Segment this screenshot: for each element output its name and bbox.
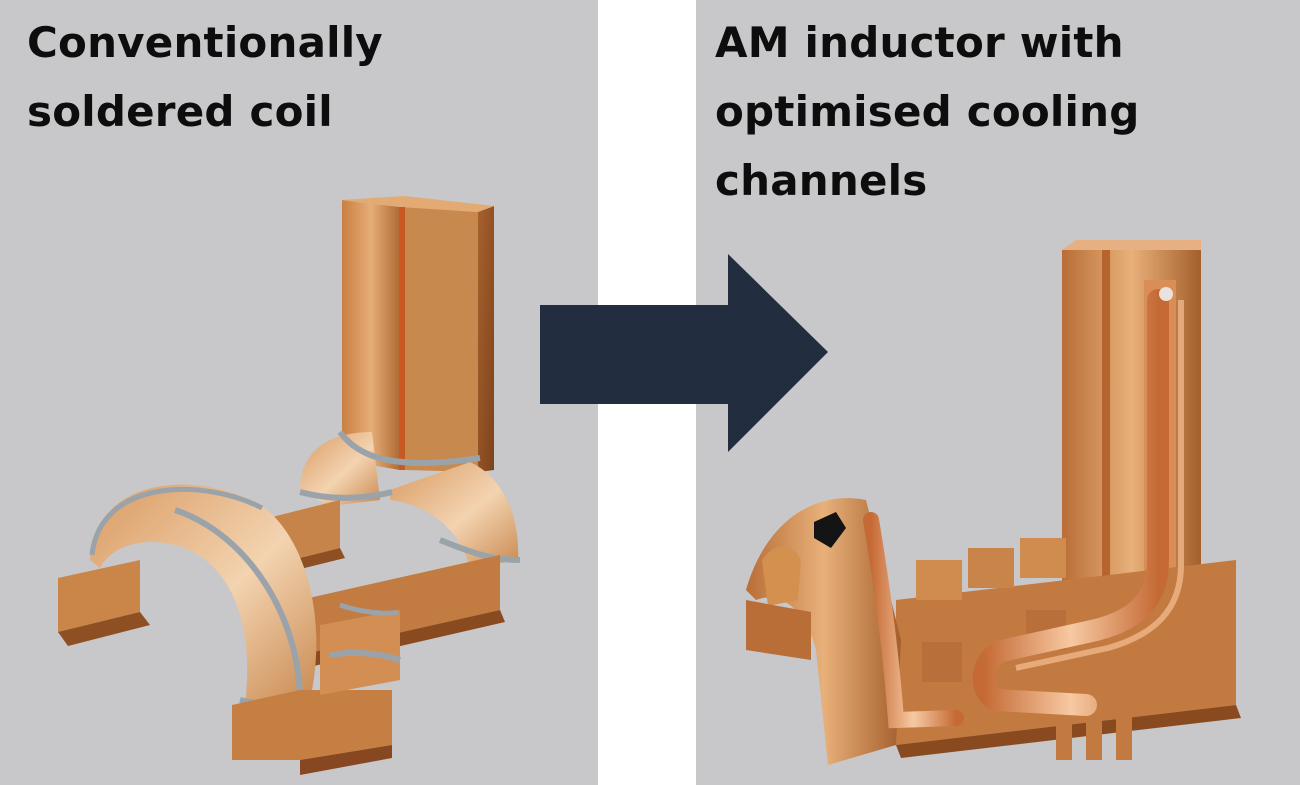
right-panel-caption: AM inductor with optimised cooling chann… (715, 18, 1140, 205)
left-panel-caption: Conventionally soldered coil (27, 18, 383, 136)
am-inductor-icon (746, 240, 1241, 765)
left-panel: Conventionally soldered coil (0, 0, 598, 785)
right-panel: AM inductor with optimised cooling chann… (696, 0, 1300, 785)
soldered-coil-icon (58, 196, 521, 775)
